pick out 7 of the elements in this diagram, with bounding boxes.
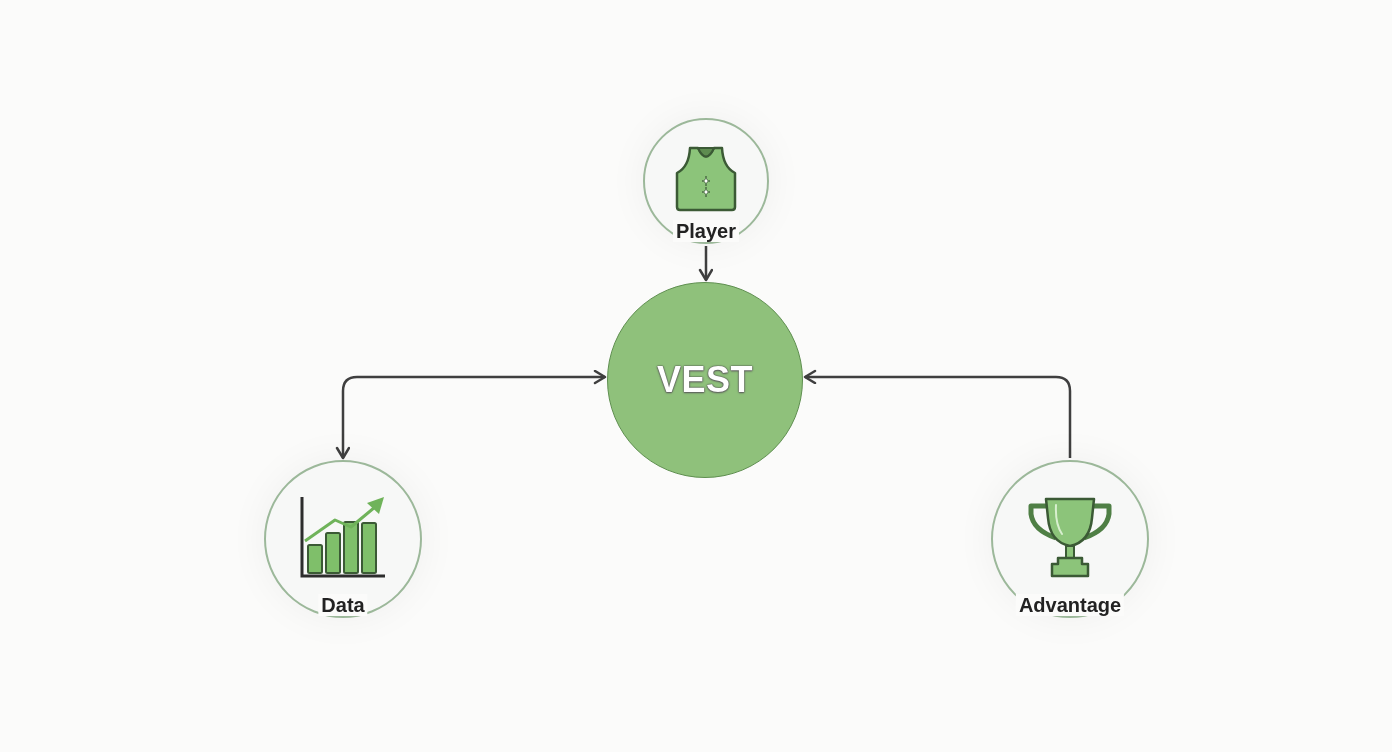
node-label: VEST [657, 362, 753, 398]
arrow [698, 246, 714, 282]
arrow [803, 369, 1072, 458]
node-label: Data [318, 594, 368, 616]
node-label: Advantage [1015, 594, 1125, 616]
arrow [335, 369, 607, 460]
node-label: Player [672, 220, 740, 242]
